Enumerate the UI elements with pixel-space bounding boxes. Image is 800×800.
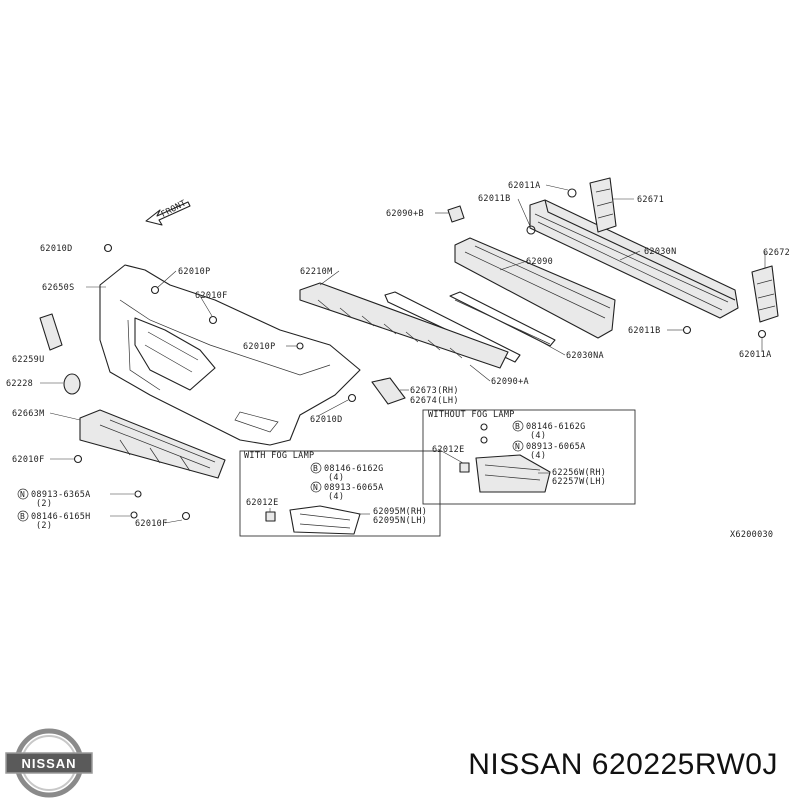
label-62010F-b: 62010F — [12, 455, 45, 465]
clip-62090B — [447, 205, 465, 223]
symbol-n: N — [313, 483, 318, 492]
fog-cover-62256W — [475, 454, 551, 493]
without-fog-lamp-box — [422, 409, 636, 505]
symbol-b: B — [515, 422, 520, 431]
side-bracket-62259U — [39, 313, 63, 351]
label-62674: 62674(LH) — [410, 396, 459, 406]
front-arrow: FRONT — [145, 198, 191, 226]
part-caption: NISSAN 620225RW0J — [468, 748, 778, 781]
bolt-qty: (4) — [328, 473, 344, 483]
tow-cap-62228 — [63, 373, 81, 395]
bolt-qty: (4) — [328, 492, 344, 502]
label-62011A-top: 62011A — [508, 181, 541, 191]
label-62673: 62673(RH) — [410, 386, 459, 396]
bracket-62671 — [589, 177, 617, 233]
bolt-callout-08913-6365A: N 08913-6365A (2) — [17, 488, 91, 509]
label-62012E-b: 62012E — [246, 498, 279, 508]
label-62672: 62672 — [763, 248, 790, 258]
label-62011A-right: 62011A — [739, 350, 772, 360]
label-62010P-b: 62010P — [243, 342, 276, 352]
lower-absorber-62090A — [384, 291, 521, 363]
label-62011B-top: 62011B — [478, 194, 511, 204]
label-62095M: 62095M(RH) — [373, 507, 427, 517]
bolt-label-08913-6365A: 08913-6365A — [31, 490, 91, 500]
diagram-ref-code: X6200030 — [730, 530, 773, 540]
without-fog-bolt1: B 08146-6162G (4) — [512, 420, 586, 441]
with-fog-lamp-title: WITH FOG LAMP — [244, 451, 314, 461]
label-62010P-a: 62010P — [178, 267, 211, 277]
bolt-label: 08146-6162G — [526, 422, 586, 432]
label-62012E-a: 62012E — [432, 445, 465, 455]
label-62650S: 62650S — [42, 283, 75, 293]
symbol-b: B — [313, 464, 318, 473]
clip-62012E-b — [265, 511, 276, 522]
label-62090: 62090 — [526, 257, 553, 267]
symbol-n: N — [20, 490, 25, 499]
bolt-markers — [73, 188, 767, 521]
leader-lines — [40, 184, 766, 524]
under-cover-62663M — [79, 409, 226, 479]
with-fog-lamp-box — [239, 450, 441, 537]
label-62095N: 62095N(LH) — [373, 516, 427, 526]
bracket-62673 — [371, 377, 406, 405]
label-62671: 62671 — [637, 195, 664, 205]
with-fog-bolt2: N 08913-6065A (4) — [310, 481, 384, 502]
bumper-fascia — [99, 264, 361, 446]
bolt-qty: (4) — [530, 431, 546, 441]
label-62010D-b: 62010D — [310, 415, 343, 425]
label-62663M: 62663M — [12, 409, 45, 419]
label-62257W: 62257W(LH) — [552, 477, 606, 487]
lower-bar-62030NA — [449, 291, 556, 347]
absorber-62090 — [454, 237, 616, 339]
symbol-n: N — [515, 442, 520, 451]
label-62030NA: 62030NA — [566, 351, 604, 361]
bolt-callout-08146-6165H: B 08146-6165H (2) — [17, 510, 91, 531]
label-62256W: 62256W(RH) — [552, 468, 606, 478]
label-62010F-a: 62010F — [195, 291, 228, 301]
bolt-qty: (4) — [530, 451, 546, 461]
fog-cover-62095M — [289, 505, 361, 535]
label-62010F-c: 62010F — [135, 519, 168, 529]
bumper-reinforcement — [529, 199, 739, 319]
bolt-label: 08913-6065A — [324, 483, 384, 493]
label-62010D-left: 62010D — [40, 244, 73, 254]
without-fog-bolt2: N 08913-6065A (4) — [512, 440, 586, 461]
label-62228: 62228 — [6, 379, 33, 389]
bolt-qty: (2) — [36, 499, 52, 509]
label-62090B: 62090+B — [386, 209, 424, 219]
clip-62012E-a — [459, 462, 470, 473]
nissan-logo: NISSAN — [5, 728, 93, 798]
bolt-label: 08913-6065A — [526, 442, 586, 452]
label-62030N: 62030N — [644, 247, 677, 257]
bolt-label-08146-6165H: 08146-6165H — [31, 512, 91, 522]
bracket-62672 — [751, 265, 779, 323]
label-62011B-right: 62011B — [628, 326, 661, 336]
bolt-qty: (2) — [36, 521, 52, 531]
label-62259U: 62259U — [12, 355, 45, 365]
label-62090A: 62090+A — [491, 377, 529, 387]
front-label: FRONT — [160, 198, 189, 220]
symbol-b: B — [20, 512, 25, 521]
label-62210M: 62210M — [300, 267, 333, 277]
bolt-label: 08146-6162G — [324, 464, 384, 474]
without-fog-lamp-title: WITHOUT FOG LAMP — [428, 410, 515, 420]
with-fog-bolt1: B 08146-6162G (4) — [310, 462, 384, 483]
lower-grille-62210M — [299, 282, 509, 369]
logo-text: NISSAN — [21, 756, 76, 771]
